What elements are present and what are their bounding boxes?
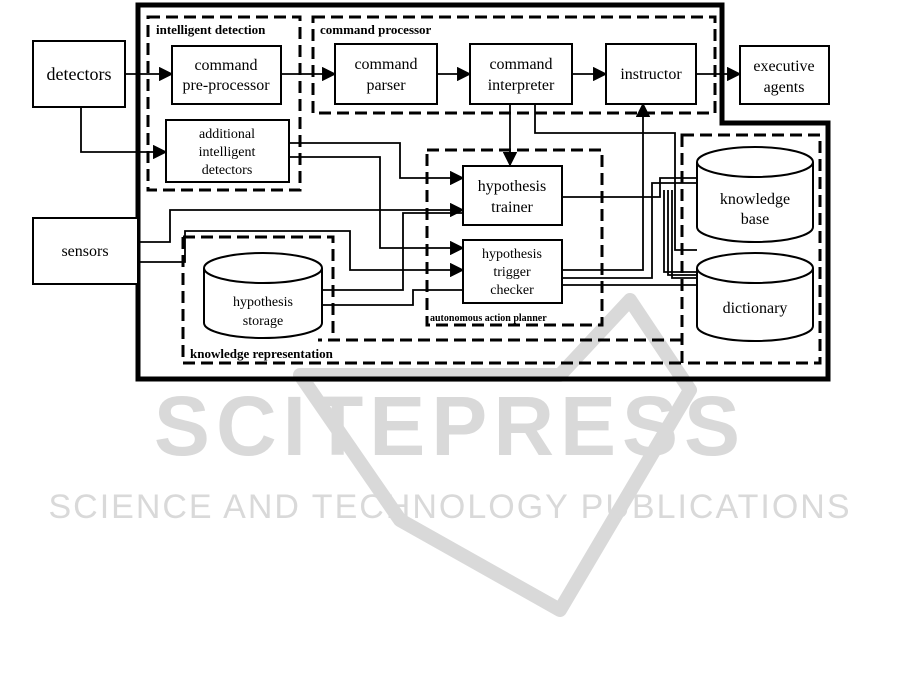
interpreter-to-knowledge	[534, 104, 697, 251]
additional-detectors-to-trainer	[289, 142, 465, 186]
parser-line-2: parser	[366, 77, 406, 94]
trigger-checker-line-2: trigger	[493, 265, 531, 280]
detectors-to-additional-detectors	[80, 107, 168, 160]
trainer-to-knowledge-base	[562, 177, 697, 198]
node-sensors[interactable]: sensors	[32, 217, 139, 285]
node-hypothesis-trainer[interactable]: hypothesis trainer	[462, 165, 563, 226]
trainer-line-2: trainer	[491, 199, 533, 216]
executive-agents-line-1: executive	[753, 58, 814, 75]
watermark-logo-shape	[293, 293, 697, 617]
storage-to-trainer	[322, 212, 463, 291]
node-hypothesis-storage[interactable]: hypothesis storage	[203, 252, 323, 339]
group-knowledge-representation-bottom	[181, 237, 682, 365]
storage-line-2: storage	[243, 314, 283, 329]
node-command-parser[interactable]: command parser	[334, 43, 438, 105]
group-knowledge-representation-label: knowledge representation	[190, 346, 334, 361]
node-detectors[interactable]: detectors	[32, 40, 126, 108]
trigger-checker-to-knowledge-base	[562, 182, 697, 279]
node-instructor[interactable]: instructor	[605, 43, 697, 105]
detectors-label: detectors	[47, 64, 112, 84]
parser-line-1: command	[354, 56, 417, 73]
node-hypothesis-trigger-checker[interactable]: hypothesis trigger checker	[462, 239, 563, 304]
group-command-processor	[311, 15, 717, 115]
trigger-checker-to-instructor	[562, 102, 651, 271]
watermark-subtitle: SCIENCE AND TECHNOLOGY PUBLICATIONS	[48, 488, 851, 526]
knowledge-to-dictionary-links	[663, 190, 697, 279]
system-frame	[135, 2, 831, 382]
sensors-to-trigger-checker	[138, 230, 465, 278]
trainer-line-1: hypothesis	[478, 178, 546, 195]
storage-line-1: hypothesis	[233, 295, 293, 310]
node-dictionary[interactable]: dictionary	[696, 252, 814, 342]
node-command-interpreter[interactable]: command interpreter	[469, 43, 573, 105]
instructor-label: instructor	[620, 66, 682, 83]
additional-detectors-to-trigger-checker	[289, 156, 465, 256]
group-command-processor-label: command processor	[320, 22, 432, 37]
dictionary-label: dictionary	[723, 300, 788, 317]
group-autonomous-action-planner-label: autonomous action planner	[430, 313, 547, 324]
interpreter-line-1: command	[489, 56, 552, 73]
additional-detectors-line-2: intelligent	[199, 145, 256, 160]
sensors-to-trainer	[138, 202, 465, 243]
executive-agents-line-2: agents	[764, 79, 805, 96]
interpreter-line-2: interpreter	[488, 77, 555, 94]
group-intelligent-detection-label: intelligent detection	[156, 22, 266, 37]
knowledge-base-line-2: base	[741, 211, 769, 228]
storage-to-trigger-checker	[322, 289, 463, 306]
scitepress-watermark: SCITEPRESS SCIENCE AND TECHNOLOGY PUBLIC…	[48, 293, 851, 617]
preprocessor-line-1: command	[194, 57, 257, 74]
trigger-checker-line-1: hypothesis	[482, 247, 542, 262]
additional-detectors-line-3: detectors	[202, 163, 253, 178]
trigger-checker-line-3: checker	[490, 283, 534, 298]
watermark-title: SCITEPRESS	[154, 379, 746, 473]
node-knowledge-base[interactable]: knowledge base	[696, 146, 814, 243]
preprocessor-line-2: pre-processor	[182, 77, 270, 94]
group-intelligent-detection	[146, 15, 302, 192]
additional-detectors-line-1: additional	[199, 127, 255, 142]
sensors-label: sensors	[61, 243, 108, 260]
knowledge-base-line-1: knowledge	[720, 191, 790, 208]
node-additional-detectors[interactable]: additional intelligent detectors	[165, 119, 290, 183]
node-executive-agents[interactable]: executive agents	[739, 45, 830, 105]
group-autonomous-action-planner	[425, 148, 604, 327]
node-command-preprocessor[interactable]: command pre-processor	[171, 45, 282, 105]
group-knowledge-store	[680, 133, 822, 365]
